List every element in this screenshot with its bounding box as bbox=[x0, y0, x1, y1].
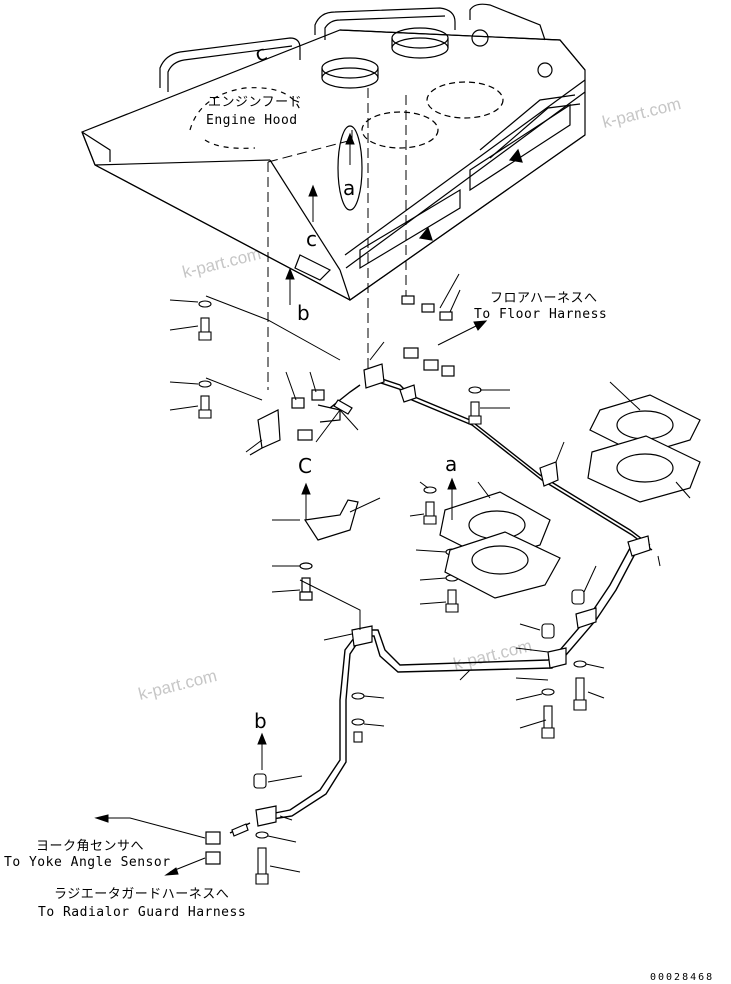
ref-letter-c-lower: C bbox=[298, 454, 312, 478]
floor-connectors bbox=[401, 295, 455, 377]
grommet-plates bbox=[439, 394, 701, 599]
harness-clips bbox=[255, 363, 651, 827]
yoke-sensor-label-jp: ヨーク角センサへ bbox=[36, 839, 144, 854]
wiring-harness bbox=[229, 374, 653, 834]
sensor-leaders bbox=[94, 814, 206, 876]
ref-letter-a-lower: a bbox=[445, 452, 457, 476]
ref-letter-c-hood-top: c bbox=[252, 40, 271, 66]
engine-hood-label-en: Engine Hood bbox=[206, 113, 298, 128]
ref-letter-b-hood: b bbox=[297, 301, 310, 325]
floor-harness-label-jp: フロアハーネスへ bbox=[490, 291, 597, 306]
watermark-left-upper: k-part.com bbox=[180, 244, 263, 282]
upper-bracket-assembly bbox=[249, 389, 353, 456]
lower-bracket bbox=[299, 499, 359, 601]
sensor-connectors bbox=[205, 823, 249, 865]
engine-hood-label-jp: エンジンフード bbox=[208, 95, 302, 110]
floor-harness-leader bbox=[437, 320, 488, 346]
hood-arrows bbox=[285, 132, 355, 305]
watermark-left-lower: k-part.com bbox=[136, 666, 219, 704]
ref-circle-a bbox=[337, 125, 363, 211]
ref-letter-c-hood: c bbox=[306, 227, 317, 251]
lower-arrows bbox=[257, 477, 457, 770]
document-number: 00028468 bbox=[650, 972, 714, 983]
bolts-right-lower bbox=[541, 589, 587, 739]
radiator-guard-label-jp: ラジエータガードハーネスへ bbox=[54, 887, 229, 902]
part-callout-lines bbox=[169, 273, 691, 873]
floor-harness-label-en: To Floor Harness bbox=[474, 307, 607, 322]
ref-letter-a-hood: a bbox=[343, 176, 355, 200]
engine-hood bbox=[81, 3, 586, 301]
yoke-sensor-label-en: To Yoke Angle Sensor bbox=[4, 855, 171, 870]
watermark-top-right: k-part.com bbox=[600, 94, 683, 132]
radiator-guard-label-en: To Radialor Guard Harness bbox=[38, 905, 246, 920]
bolts-left-lower bbox=[253, 692, 365, 885]
bolts-left-upper bbox=[198, 300, 212, 419]
ref-letter-b-lower: b bbox=[254, 709, 267, 733]
